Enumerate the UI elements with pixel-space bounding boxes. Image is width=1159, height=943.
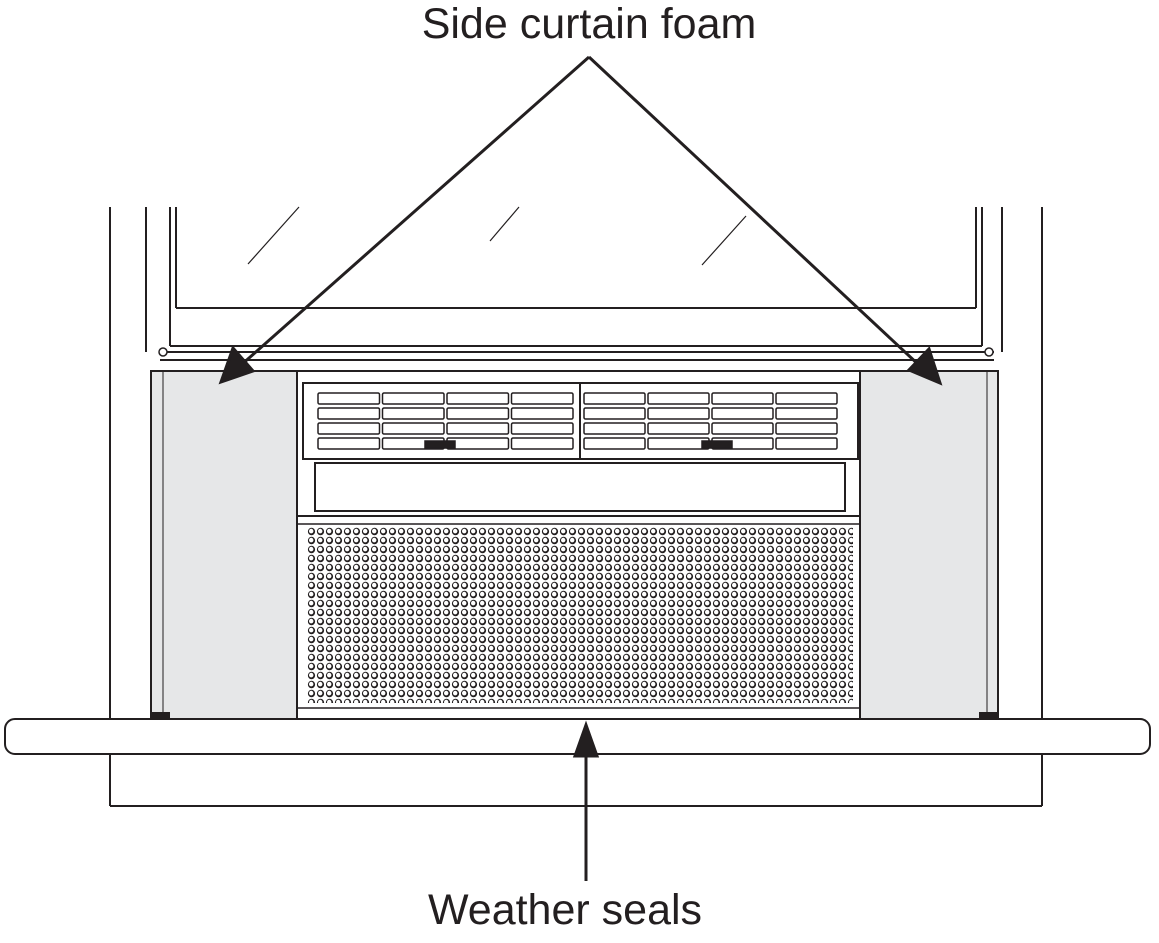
louver-slot <box>446 437 510 450</box>
louver-slot <box>775 422 838 435</box>
louver-slot <box>381 392 445 405</box>
window-sash <box>160 207 994 361</box>
front-grille <box>307 527 853 703</box>
louver-slot <box>317 392 381 405</box>
louver-slot <box>446 407 510 420</box>
louver-slot <box>775 407 838 420</box>
arrowhead-left-foam <box>218 345 256 385</box>
arrow-to-left-foam <box>239 55 590 368</box>
louver-slot <box>381 407 445 420</box>
callout-arrows <box>218 55 943 881</box>
louver-slot <box>647 422 710 435</box>
louver-slot <box>711 422 774 435</box>
louver-slot <box>317 422 381 435</box>
louver-slot <box>647 437 710 450</box>
louver-slot <box>510 407 574 420</box>
arrowhead-right-foam <box>906 346 943 386</box>
louver-slot <box>647 392 710 405</box>
louver-slot <box>510 437 574 450</box>
air-conditioner <box>296 370 861 720</box>
louver-slot <box>711 407 774 420</box>
louver-knob <box>701 440 733 449</box>
louver-slot <box>583 437 646 450</box>
louver-slot <box>317 437 381 450</box>
louver-slot <box>647 407 710 420</box>
louver-slot <box>583 392 646 405</box>
louver-slot <box>446 422 510 435</box>
side-curtain-foam-label: Side curtain foam <box>421 0 757 48</box>
foam-left <box>150 370 298 720</box>
arrow-to-right-foam <box>587 55 923 369</box>
louver-slot <box>711 392 774 405</box>
control-panel <box>314 462 846 512</box>
arrowhead-weather-seals <box>572 720 600 758</box>
louver-slot <box>775 392 838 405</box>
louver-knob <box>424 440 456 449</box>
foam-right <box>859 370 999 720</box>
louver-slot <box>583 407 646 420</box>
sash-screws <box>158 347 994 357</box>
louver-slot <box>317 407 381 420</box>
vent-louvers <box>317 392 838 450</box>
window-frame <box>109 207 1043 807</box>
louver-slot <box>583 422 646 435</box>
louver-slot <box>510 422 574 435</box>
louver-slot <box>775 437 838 450</box>
glass-reflection <box>247 206 747 266</box>
louver-slot <box>381 422 445 435</box>
louver-slot <box>446 392 510 405</box>
weather-seals-label: Weather seals <box>427 886 703 934</box>
louver-slot <box>510 392 574 405</box>
